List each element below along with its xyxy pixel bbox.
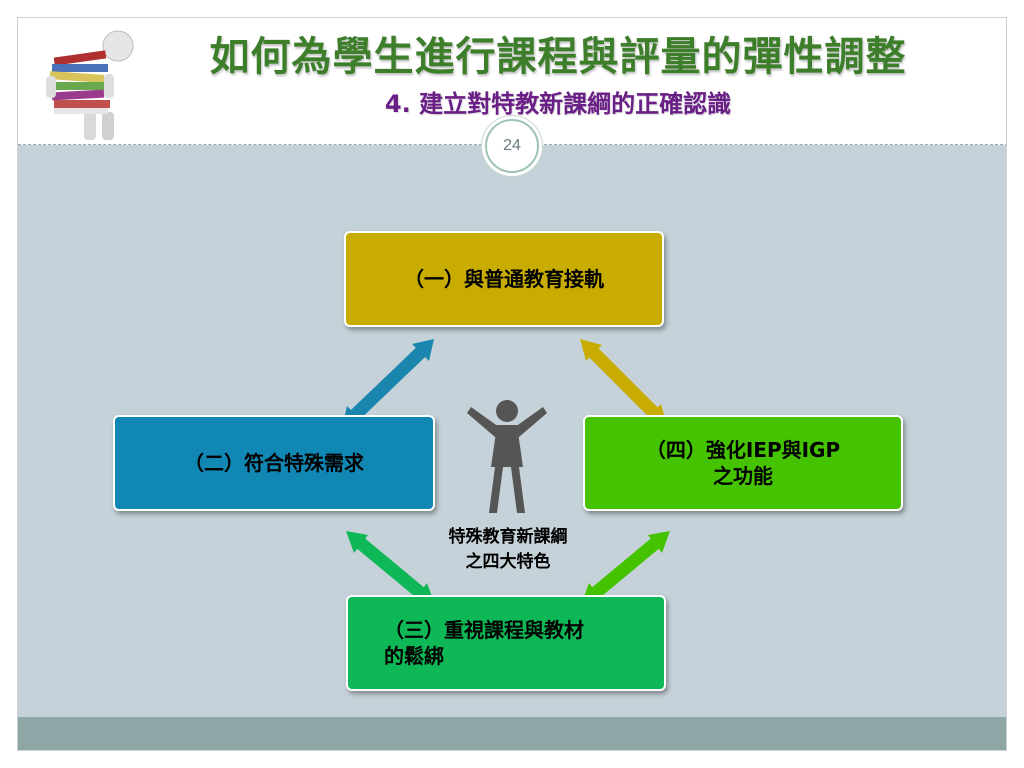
feature-box-3: （三）重視課程與教材 的鬆綁 [346,595,666,691]
feature-box-2-label: （二）符合特殊需求 [184,451,364,475]
center-label-line2: 之四大特色 [465,552,551,572]
slide-footer-band [18,717,1006,750]
feature-box-3-label-line2: 的鬆綁 [384,644,444,668]
center-label: 特殊教育新課綱 之四大特色 [418,525,598,575]
person-carrying-books-icon [46,30,134,140]
feature-box-4-label-line2: 之功能 [713,464,773,488]
page-number: 24 [503,137,521,154]
page-number-badge: 24 [485,119,539,173]
feature-box-4: （四）強化IEP與IGP 之功能 [583,415,903,511]
cheering-person-icon [467,400,547,513]
feature-box-2: （二）符合特殊需求 [113,415,435,511]
slide-content: （一）與普通教育接軌 （二）符合特殊需求 （四）強化IEP與IGP 之功能 （三… [18,145,1006,717]
feature-box-1-label: （一）與普通教育接軌 [404,267,604,291]
center-label-line1: 特殊教育新課綱 [448,527,568,547]
page-subtitle: 4. 建立對特教新課綱的正確認識 [384,90,732,118]
feature-box-1: （一）與普通教育接軌 [344,231,664,327]
feature-box-4-label-line1: （四）強化IEP與IGP [645,438,841,462]
slide: 如何為學生進行課程與評量的彈性調整 4. 建立對特教新課綱的正確認識 24 [17,17,1007,751]
page-title: 如何為學生進行課程與評量的彈性調整 [209,34,907,80]
arrow-box1-box4 [580,339,667,426]
feature-box-3-label-line1: （三）重視課程與教材 [384,618,584,642]
